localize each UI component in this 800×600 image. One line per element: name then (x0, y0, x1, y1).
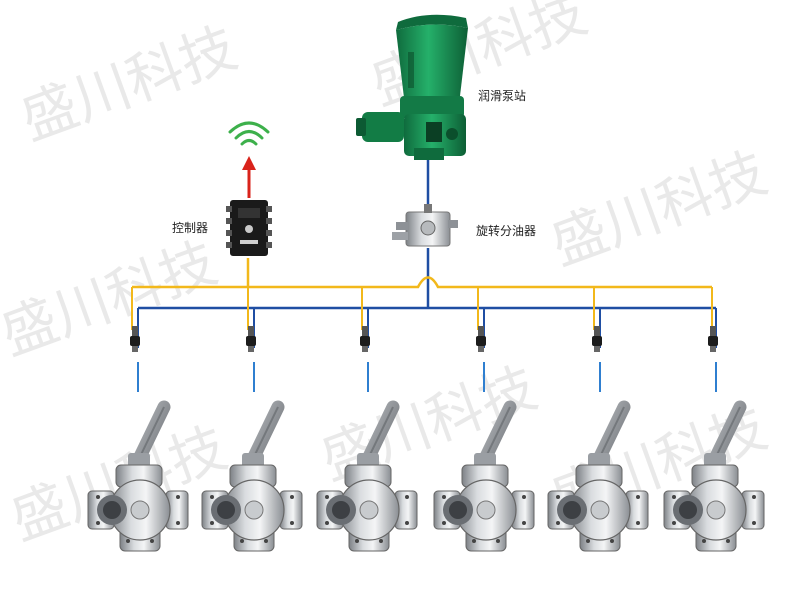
fittings (130, 326, 718, 352)
rotary-distributor-label: 旋转分油器 (476, 223, 536, 238)
controller-label: 控制器 (172, 221, 208, 235)
lubrication-pump-station (356, 14, 468, 160)
watermark-text: 盛川科技 (13, 15, 246, 153)
arrow-up-icon (242, 156, 256, 198)
watermark-text: 盛川科技 (0, 230, 225, 368)
yellow-main-line (132, 276, 712, 289)
controller (226, 200, 272, 256)
wifi-icon (228, 121, 270, 146)
watermark-text: 盛川科技 (543, 140, 776, 278)
pump-station-label: 润滑泵站 (478, 89, 526, 103)
rotary-distributor (392, 204, 458, 247)
